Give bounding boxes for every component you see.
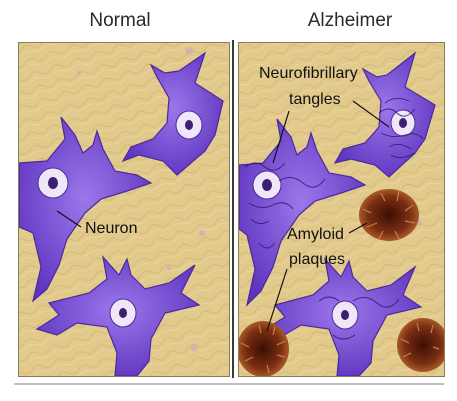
neuron-label: Neuron <box>85 220 137 237</box>
tangles-label-line1: Neurofibrillary <box>259 65 358 82</box>
plaques-label-line1: Amyloid <box>287 226 344 243</box>
panel-divider <box>232 40 234 378</box>
alzheimer-tissue-illustration: Neurofibrillary tangles Amyloid plaques <box>239 43 444 376</box>
normal-tissue-illustration: Neuron <box>19 43 229 376</box>
plaques-label-line2: plaques <box>289 251 345 268</box>
bottom-rule <box>14 383 444 385</box>
amyloid-plaque-icon <box>359 189 419 241</box>
alzheimer-panel-title: Alzheimer <box>295 10 405 32</box>
alzheimer-panel: Neurofibrillary tangles Amyloid plaques <box>238 42 445 377</box>
tangles-label-line2: tangles <box>289 91 341 108</box>
normal-panel: Neuron <box>18 42 230 377</box>
normal-panel-title: Normal <box>80 10 160 32</box>
